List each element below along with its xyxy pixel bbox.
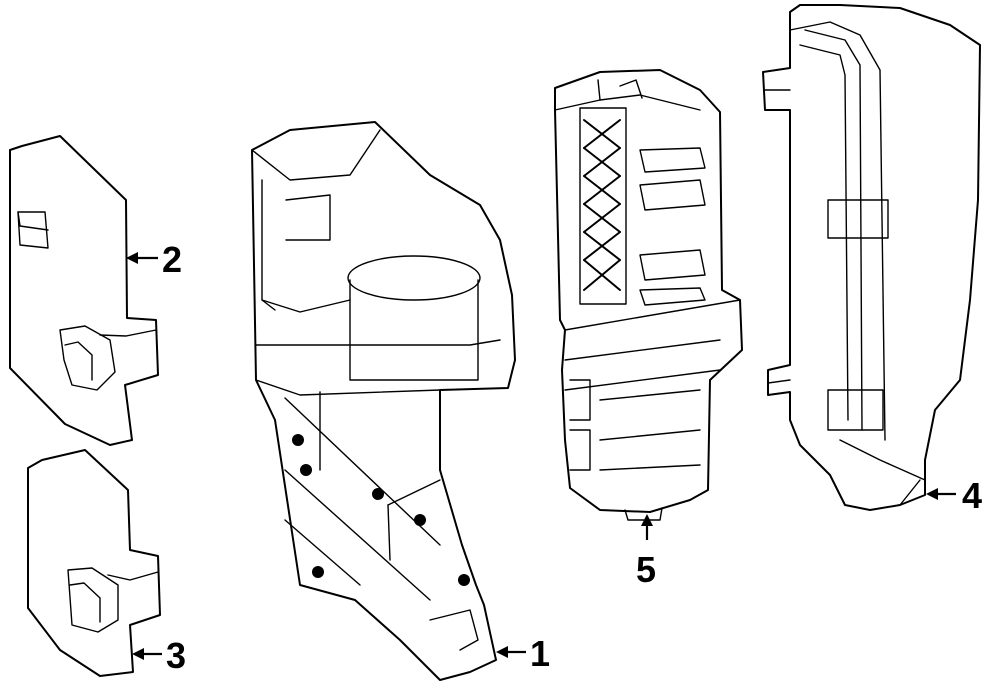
- callout-arrow-1: [496, 646, 526, 658]
- callout-label-5: 5: [636, 549, 656, 590]
- callout-arrow-4: [926, 488, 956, 500]
- part-2-cover: [9, 135, 159, 446]
- callout-label-2: 2: [162, 239, 182, 280]
- callout-label-3: 3: [166, 635, 186, 676]
- callout-arrow-3: [132, 648, 162, 660]
- callout-arrow-5: [641, 514, 653, 540]
- callout-arrow-2: [126, 252, 158, 264]
- part-3-cover: [27, 449, 161, 677]
- part-5-fuse-block: [554, 69, 743, 521]
- part-1-bracket: [251, 121, 516, 681]
- callout-label-1: 1: [530, 633, 550, 674]
- callout-label-4: 4: [962, 475, 982, 516]
- part-4-cover: [762, 4, 981, 511]
